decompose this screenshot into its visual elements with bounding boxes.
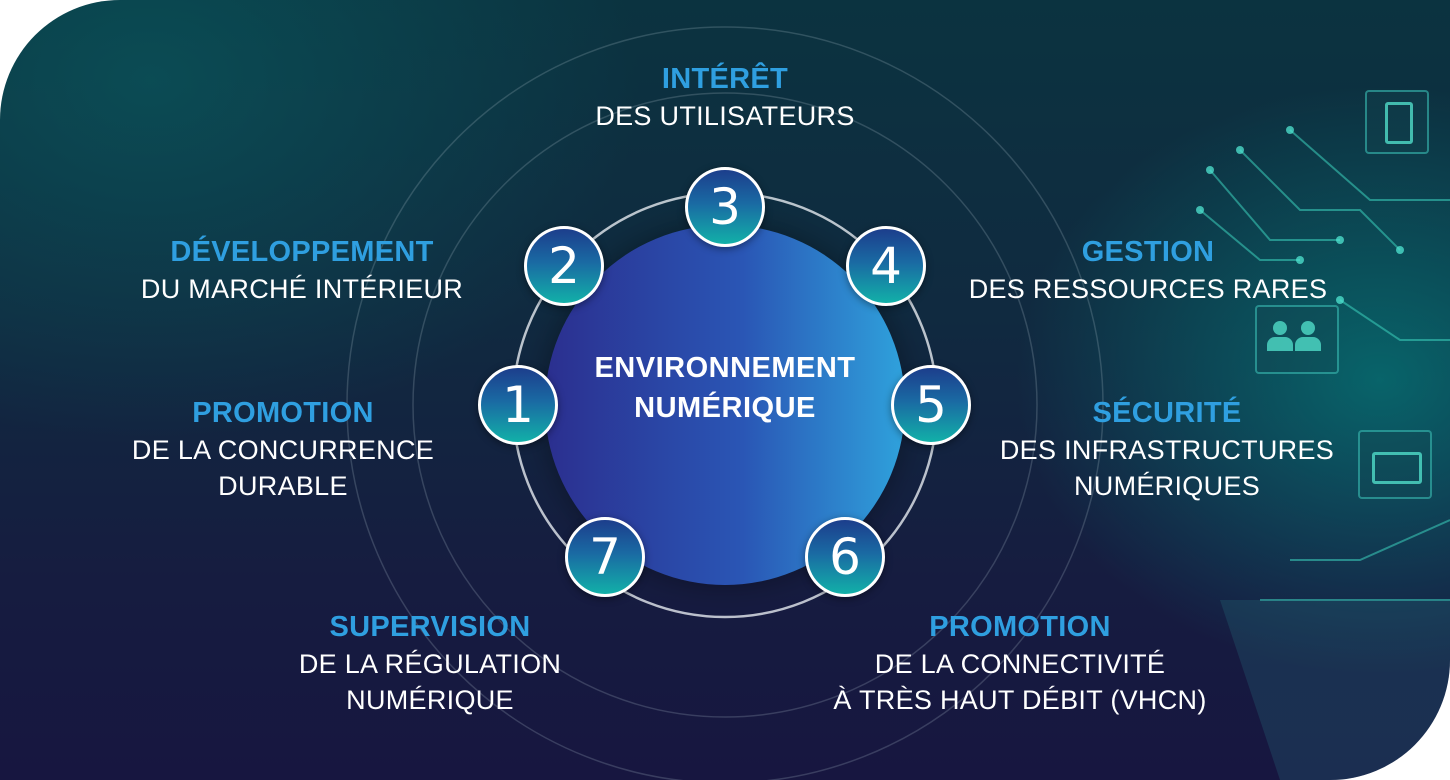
node-5: 5	[891, 365, 971, 445]
center-label-line1: ENVIRONNEMENT	[594, 352, 856, 384]
label-5-line1: DES INFRASTRUCTURES	[999, 435, 1335, 465]
label-3: INTÉRÊT DES UTILISATEURS	[525, 60, 925, 134]
label-1-title: PROMOTION	[192, 397, 374, 429]
label-5-title: SÉCURITÉ	[1092, 397, 1242, 429]
middle-ring	[412, 92, 1038, 718]
label-4-line1: DES RESSOURCES RARES	[968, 274, 1328, 304]
users-icon	[1255, 305, 1339, 374]
label-2-line1: DU MARCHÉ INTÉRIEUR	[140, 274, 464, 304]
center-label: ENVIRONNEMENT NUMÉRIQUE	[545, 348, 905, 428]
label-1: PROMOTION DE LA CONCURRENCE DURABLE	[100, 394, 466, 504]
label-4: GESTION DES RESSOURCES RARES	[948, 233, 1348, 307]
label-1-line1: DE LA CONCURRENCE	[131, 435, 435, 465]
node-6: 6	[805, 517, 885, 597]
label-7-line2: NUMÉRIQUE	[346, 685, 514, 715]
label-6-title: PROMOTION	[929, 611, 1111, 643]
label-6: PROMOTION DE LA CONNECTIVITÉ À TRÈS HAUT…	[800, 608, 1240, 718]
node-7: 7	[565, 517, 645, 597]
card-icon	[1358, 430, 1432, 499]
label-3-title: INTÉRÊT	[661, 63, 789, 95]
label-3-line1: DES UTILISATEURS	[595, 101, 855, 131]
label-7-line1: DE LA RÉGULATION	[298, 649, 562, 679]
label-4-title: GESTION	[1081, 236, 1215, 268]
node-1: 1	[478, 365, 558, 445]
label-6-line1: DE LA CONNECTIVITÉ	[874, 649, 1166, 679]
center-label-line2: NUMÉRIQUE	[634, 392, 816, 424]
label-1-line2: DURABLE	[218, 471, 348, 501]
circuit-lines	[1196, 126, 1450, 780]
label-5-line2: NUMÉRIQUES	[1073, 471, 1260, 501]
node-3: 3	[685, 167, 765, 247]
node-4: 4	[846, 226, 926, 306]
label-7: SUPERVISION DE LA RÉGULATION NUMÉRIQUE	[230, 608, 630, 718]
label-6-line2: À TRÈS HAUT DÉBIT (VHCN)	[833, 685, 1207, 715]
node-2: 2	[524, 226, 604, 306]
circuit-decoration	[1040, 0, 1450, 780]
label-2-title: DÉVELOPPEMENT	[170, 236, 434, 268]
outer-ring	[346, 26, 1104, 780]
phone-icon	[1365, 90, 1429, 154]
label-7-title: SUPERVISION	[329, 611, 531, 643]
label-5: SÉCURITÉ DES INFRASTRUCTURES NUMÉRIQUES	[967, 394, 1367, 504]
label-2: DÉVELOPPEMENT DU MARCHÉ INTÉRIEUR	[100, 233, 504, 307]
